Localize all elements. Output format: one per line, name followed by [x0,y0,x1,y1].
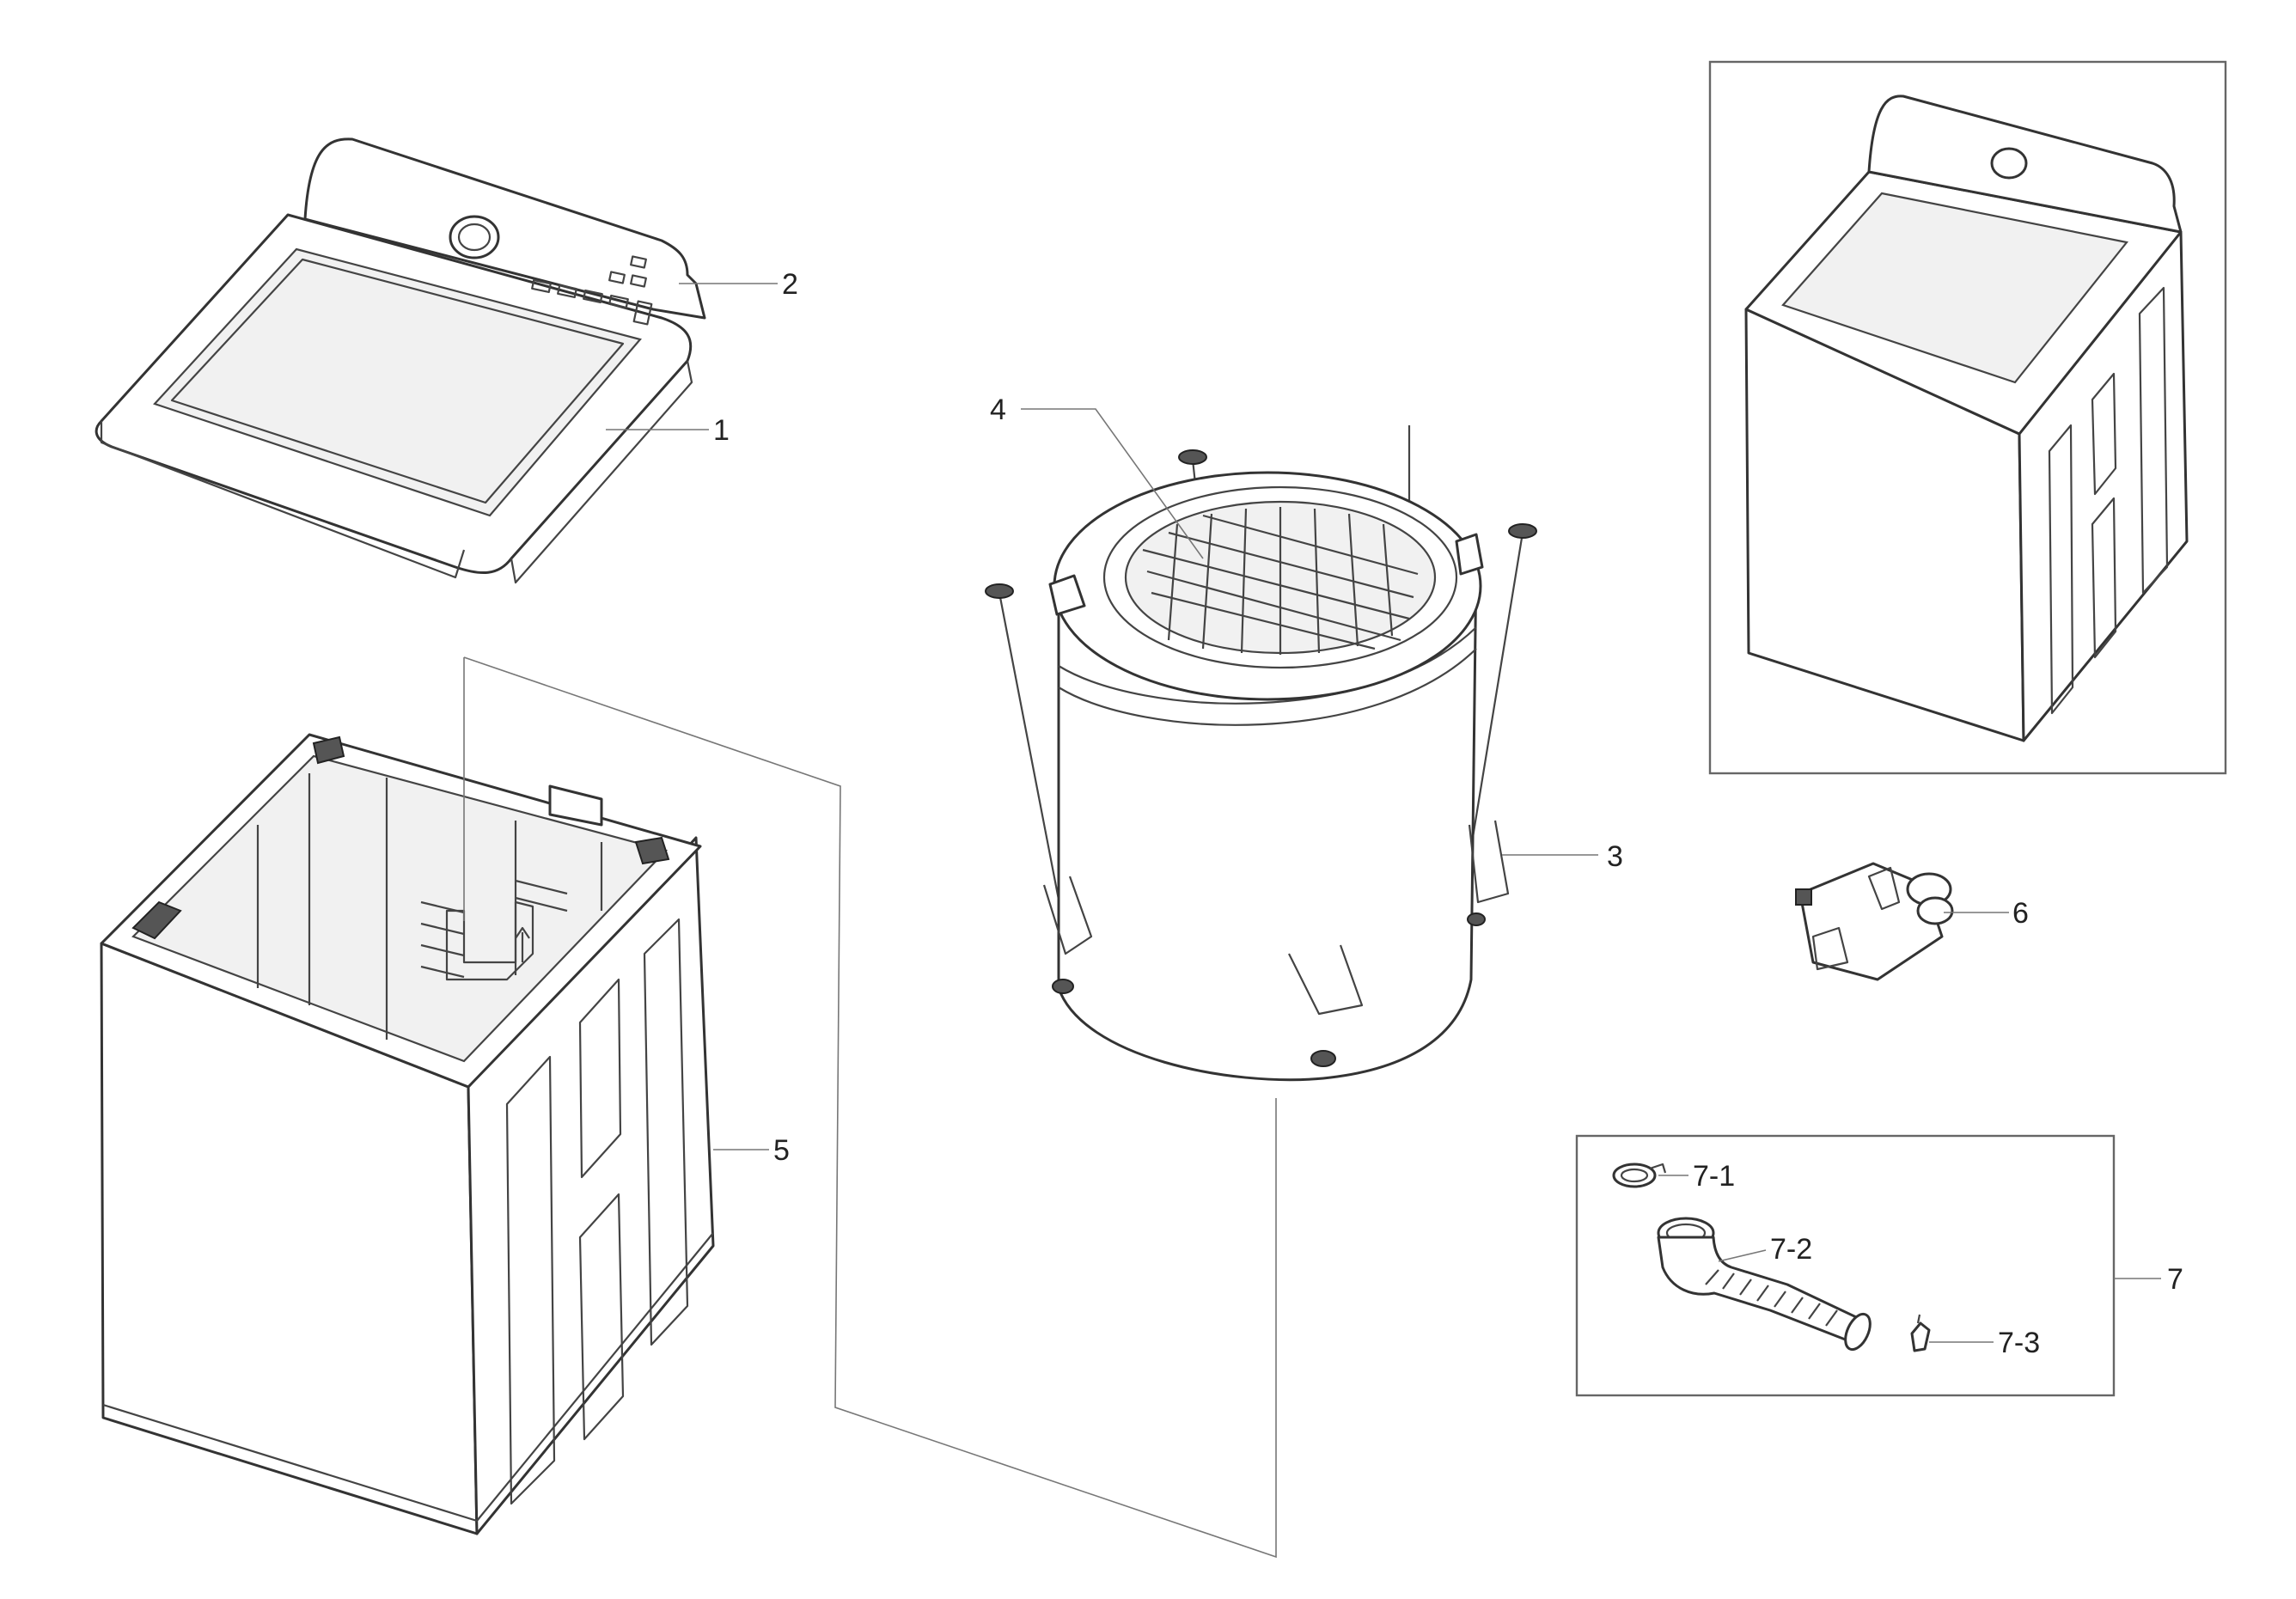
tub-cover-ring-inner [1102,485,1458,669]
assembled-washer [1744,95,2189,742]
leader-4 [1021,408,1204,559]
cabinet-side-panel-1 [505,1055,556,1505]
inner-basket-mesh [1142,507,1419,655]
assembled-knob [1990,147,2028,180]
cabinet-arrow [515,926,530,962]
callout-6: 6 [2012,897,2029,930]
assembled-view-frame [1708,60,2227,775]
control-knob-inner [457,223,492,252]
cabinet-bottom-rim [102,1232,714,1523]
callout-2: 2 [782,268,798,301]
top-cover-assembly [95,137,706,584]
callout-1: 1 [713,414,730,447]
callout-7-2: 7-2 [1770,1233,1812,1266]
cabinet-floor-slots [420,879,568,979]
cabinet [100,733,715,1535]
tub-left-fixture [1048,574,1086,616]
cabinet-side-panel-2 [578,978,622,1179]
tub-right-fixture [1455,533,1484,576]
tub-band-2 [1058,648,1477,726]
leader-7-2 [1718,1249,1767,1262]
cabinet-rear-bracket [548,784,603,827]
outer-tub [1057,557,1478,1082]
cabinet-side-panel-3 [578,1193,625,1441]
assembled-glass [1781,192,2128,384]
hose-kit-frame [1575,1134,2116,1397]
tub-leg-brackets [1042,820,1510,1067]
callout-7-3: 7-3 [1998,1327,2040,1359]
cabinet-corner-br [634,836,670,865]
cabinet-corner-fl [131,900,182,940]
control-buttons [531,255,653,326]
cabinet-corner-bl [312,735,345,765]
control-panel [303,137,706,320]
drain-hose [1657,1217,1872,1352]
callout-5: 5 [773,1134,790,1167]
cabinet-inner-wall [256,773,603,1040]
control-knob [449,215,500,259]
assembled-side-panel-3 [2091,497,2117,659]
water-valve [1795,862,1954,981]
lid-glass-inner [170,258,625,504]
assembled-side-panel-1 [2048,424,2074,715]
lid-side-rim [510,360,693,584]
hose-clip [1910,1314,1931,1352]
callout-7: 7 [2167,1263,2183,1296]
callout-3: 3 [1607,840,1623,873]
assembled-side-panel-2 [2091,372,2117,496]
callout-7-1: 7-1 [1693,1160,1735,1193]
cabinet-channel [445,900,534,981]
assembled-side-panel-4 [2138,286,2169,595]
hose-clamp [1612,1163,1667,1188]
callout-4: 4 [990,394,1006,426]
leader-5-exploded-path [463,656,1277,1559]
lid-front-rim [100,421,466,579]
tub-assembly [985,425,1537,1082]
cabinet-side-panel-4 [643,918,689,1346]
